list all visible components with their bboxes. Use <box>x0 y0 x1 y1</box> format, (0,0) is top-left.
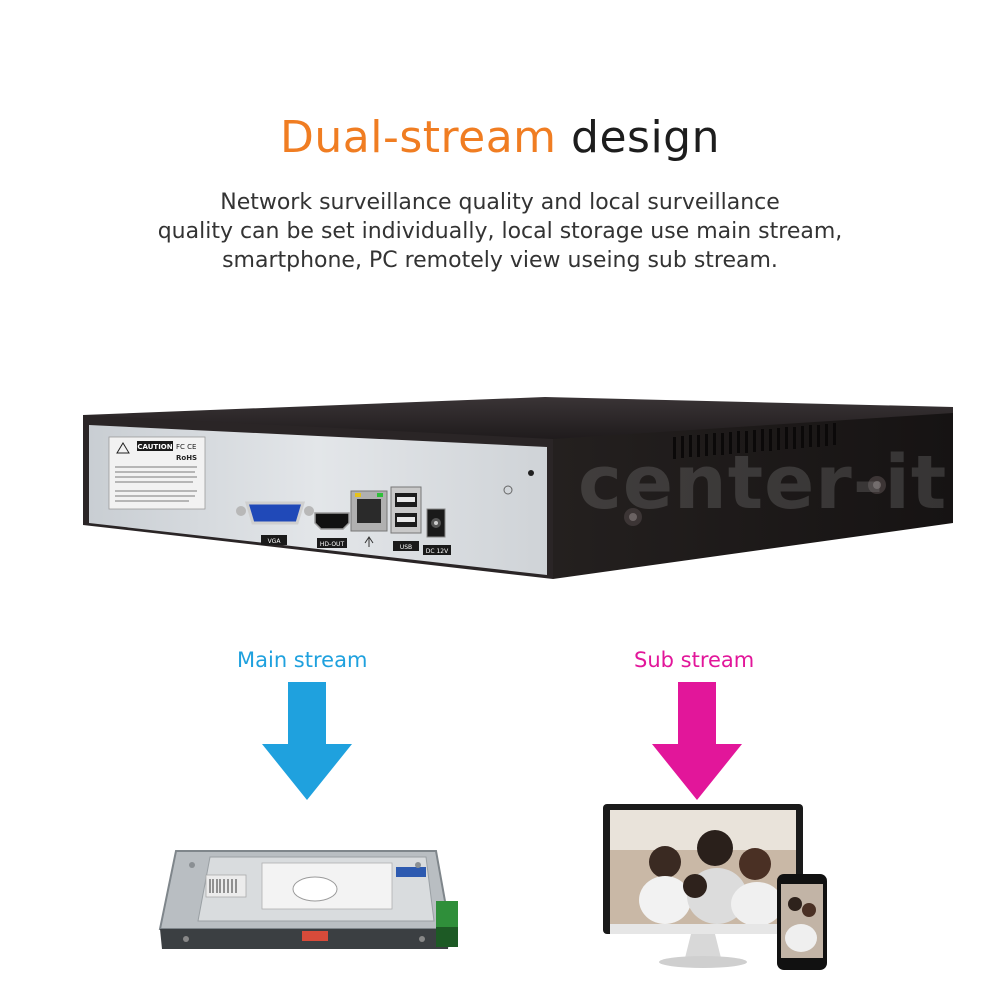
vga-label: VGA <box>268 538 282 545</box>
warning-triangle-icon <box>116 442 130 454</box>
lan-port <box>350 490 388 547</box>
fcc-ce-text: FC CE <box>176 443 196 451</box>
headline-rest: design <box>571 112 720 163</box>
main-stream-arrow-icon <box>262 682 352 800</box>
network-icon <box>364 536 374 547</box>
caution-text: CAUTION <box>137 443 172 451</box>
hdout-label: HD-OUT <box>320 541 345 548</box>
description-line-2: quality can be set individually, local s… <box>157 219 843 244</box>
sub-stream-label: Sub stream <box>634 648 755 672</box>
watermark: center-it <box>578 440 948 526</box>
headline: Dual-stream design <box>0 112 1000 163</box>
main-stream-label: Main stream <box>237 648 368 672</box>
rohs-text: RoHS <box>176 454 197 462</box>
headline-accent: Dual-stream <box>280 112 557 163</box>
sub-stream-arrow-icon <box>652 682 742 800</box>
hard-disk-image <box>158 850 458 949</box>
dc-label: DC 12V <box>426 548 449 555</box>
usb-label: USB <box>400 544 412 551</box>
monitor-and-phone-image <box>603 804 827 970</box>
description-line-1: Network surveillance quality and local s… <box>220 190 780 215</box>
vga-port: VGA <box>236 501 314 545</box>
dc-power-port: DC 12V <box>423 508 451 555</box>
description-line-3: smartphone, PC remotely view useing sub … <box>222 248 778 273</box>
usb-ports: USB <box>390 486 422 551</box>
hdmi-port: HD-OUT <box>314 512 350 548</box>
nvr-device-image: CAUTION FC CE RoHS VGA HD-OUT <box>83 397 953 579</box>
description: Network surveillance quality and local s… <box>100 188 900 275</box>
